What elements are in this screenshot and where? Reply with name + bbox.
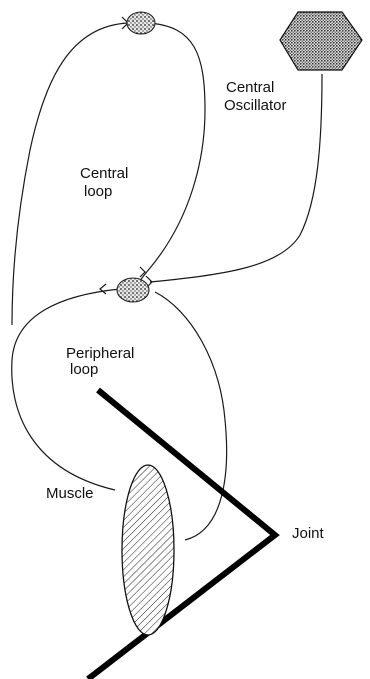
central-oscillator-label-line1: Central [226,79,274,96]
peripheral-loop-wire [12,289,120,490]
central-loop-label-line1: Central [80,165,128,182]
muscle-label: Muscle [46,485,94,502]
muscle-ellipse [122,465,174,635]
central-oscillator-hexagon [280,12,362,70]
joint-label: Joint [292,525,325,542]
central-loop-label-line2: loop [84,183,112,200]
central-loop-neuron [127,12,155,34]
peripheral-loop-label-line1: Peripheral [66,345,134,362]
limb-segments [88,390,275,679]
peripheral-synapse-mark [100,284,106,294]
peripheral-loop-label-line2: loop [70,361,98,378]
central-oscillator-label-line2: Oscillator [224,97,287,114]
motor-neuron [117,278,149,302]
